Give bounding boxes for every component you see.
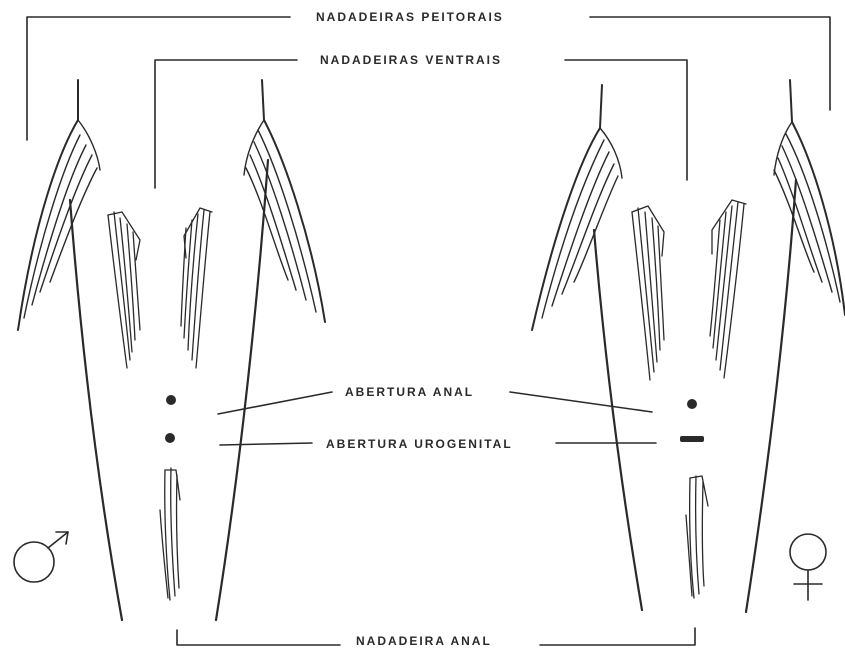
female-anal-fin: [686, 476, 708, 598]
male-symbol-icon: [14, 532, 68, 582]
female-pectoral-fin-right: [774, 80, 845, 315]
female-urogenital-opening: [680, 436, 704, 442]
female-ventral-fin-left: [632, 206, 664, 380]
ventral-bracket-left: [155, 60, 297, 188]
urogenital-pointer-left: [220, 443, 312, 445]
male-anal-fin: [160, 468, 180, 600]
ventral-fins-label: NADADEIRAS VENTRAIS: [316, 53, 506, 67]
pectoral-bracket-right: [590, 17, 830, 110]
female-pectoral-fin-left: [532, 85, 622, 330]
male-body-right-outline: [216, 160, 268, 620]
anal-opening-pointer-right: [510, 392, 652, 412]
female-body-left-outline: [594, 230, 642, 610]
male-urogenital-opening: [165, 433, 175, 443]
male-ventral-fin-right: [181, 208, 212, 368]
anal-fin-bracket-right: [540, 628, 695, 645]
anal-opening-pointer-left: [218, 392, 332, 414]
female-anal-opening: [687, 399, 697, 409]
anal-opening-label: ABERTURA ANAL: [341, 385, 478, 399]
female-specimen: [532, 80, 845, 612]
female-symbol-icon: [790, 534, 826, 600]
female-ventral-fin-right: [710, 200, 746, 378]
male-anal-opening: [166, 395, 176, 405]
male-pectoral-fin-left: [18, 80, 100, 330]
pectoral-bracket-left: [27, 17, 290, 140]
anal-fin-label: NADADEIRA ANAL: [352, 634, 496, 648]
male-specimen: [14, 80, 325, 620]
pectoral-fins-label: NADADEIRAS PEITORAIS: [312, 10, 508, 24]
anal-fin-bracket-left: [177, 630, 340, 645]
female-body-right-outline: [746, 180, 796, 612]
male-pectoral-fin-right: [244, 80, 325, 322]
urogenital-opening-label: ABERTURA UROGENITAL: [322, 437, 517, 451]
male-ventral-fin-left: [108, 212, 140, 368]
